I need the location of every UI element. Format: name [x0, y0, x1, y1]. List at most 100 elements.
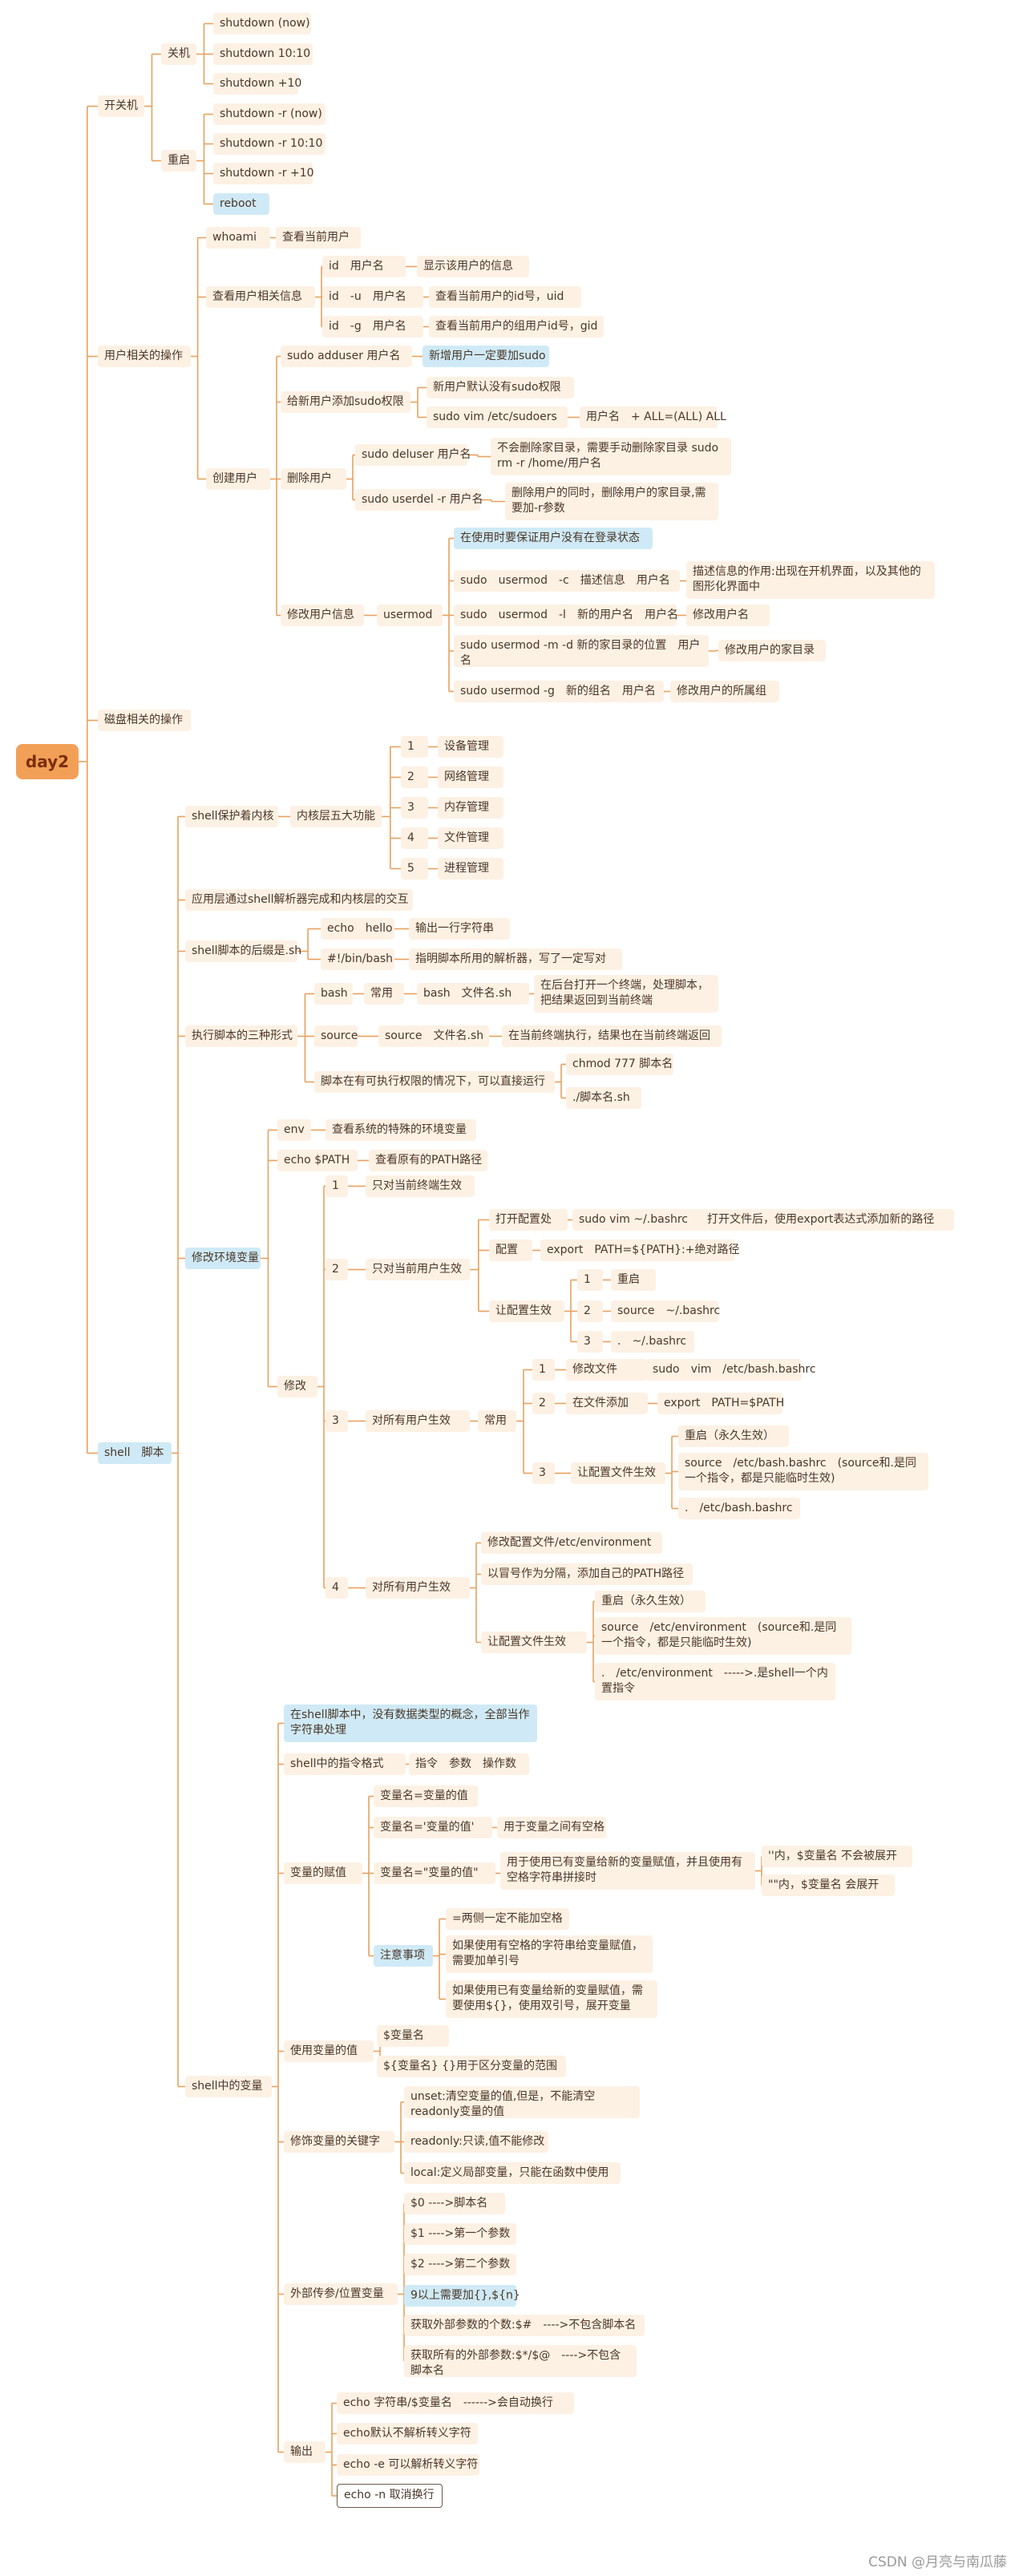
topic-node-3-2-0-echo-hello[interactable]: echo hello [321, 918, 394, 940]
topic-node-3-5-5-5[interactable]: 获取所有的外部参数:$*/$@ ---->不包含脚本名 [404, 2345, 637, 2377]
topic-node-3-4-2-2-0-0-0-1[interactable]: 1 [532, 1359, 555, 1381]
topic-node-3-4-2-1-0-2-2-0-bashrc[interactable]: . ~/.bashrc [611, 1331, 694, 1353]
topic-node-1-2-2-0-sudo-deluser[interactable]: sudo deluser 用户名 [355, 444, 471, 466]
topic-node-3-4-2-0-1[interactable]: 1 [326, 1175, 348, 1197]
topic-node-1[interactable]: 用户相关的操作 [98, 346, 191, 367]
topic-node-3-2-1-0[interactable]: 指明脚本所用的解析器，写了一定写对 [409, 948, 622, 970]
topic-node-3-3-1-source[interactable]: source [314, 1025, 358, 1047]
topic-node-1-2-3-0-2-sudo-usermod-l[interactable]: sudo usermod -l 新的用户名 用户名 [454, 605, 678, 626]
topic-node-1-2[interactable]: 创建用户 [206, 468, 270, 490]
topic-node-1-1-1-id-u[interactable]: id -u 用户名 [322, 286, 423, 308]
topic-node-0-0[interactable]: 关机 [161, 43, 196, 65]
topic-node-3-3-0-0-0-0[interactable]: 在后台打开一个终端，处理脚本，把结果返回到当前终端 [534, 975, 718, 1013]
topic-node-3-5-2-1-0[interactable]: 用于变量之间有空格 [497, 1817, 606, 1838]
topic-node-3-5-2-3-0[interactable]: =两侧一定不能加空格 [446, 1908, 569, 1930]
topic-node-3-5-2-2-0-0[interactable]: ''内，$变量名 不会被展开 [762, 1846, 912, 1867]
topic-node-1-2-3-0-4-sudo-usermod-g[interactable]: sudo usermod -g 新的组名 用户名 [454, 681, 664, 702]
topic-node-3-5-4-2-local[interactable]: local:定义局部变量，只能在函数中使用 [404, 2162, 621, 2184]
topic-node-3-4-2-2-3[interactable]: 3 [326, 1410, 348, 1432]
topic-node-3-4-2-2-0-0-1-0[interactable]: 在文件添加 [566, 1393, 648, 1414]
topic-node-3-4-2-2-0-0-2-0-1-source-etc-bash-bashrc-source[interactable]: source /etc/bash.bashrc (source和.是同一个指令，… [678, 1453, 928, 1490]
topic-node-1-2-3-0-usermod[interactable]: usermod [377, 605, 443, 626]
topic-node-3-0-0-4-5[interactable]: 5 [401, 858, 428, 880]
topic-node-1-1-2-id-g[interactable]: id -g 用户名 [322, 316, 423, 338]
topic-node-1-2-2[interactable]: 删除用户 [281, 468, 346, 490]
topic-node-1-2-3-0-0[interactable]: 在使用时要保证用户没有在登录状态 [454, 528, 653, 549]
topic-node-3-4-1-0-path[interactable]: 查看原有的PATH路径 [369, 1150, 487, 1171]
topic-node-3-4-2-2-0-0-1-2[interactable]: 2 [532, 1393, 555, 1414]
topic-node-3-4-2-2-0-0-2-0-2-etc-bash-bashrc[interactable]: . /etc/bash.bashrc [678, 1498, 800, 1519]
topic-node-3-1-shell[interactable]: 应用层通过shell解析器完成和内核层的交互 [185, 889, 413, 911]
topic-node-3-5-2-3-2[interactable]: 如果使用已有变量给新的变量赋值，需要使用${}，使用双引号，展开变量 [446, 1980, 657, 2018]
topic-node-3-4-2-2-0-0-2-0-0[interactable]: 重启（永久生效） [678, 1425, 789, 1447]
topic-node-3-3-1-0-source-sh[interactable]: source 文件名.sh [378, 1025, 489, 1047]
topic-node-3-4-2-2-0[interactable]: 对所有用户生效 [366, 1410, 470, 1432]
topic-node-2[interactable]: 磁盘相关的操作 [98, 710, 191, 731]
topic-node-1-2-3-0-4-0[interactable]: 修改用户的所属组 [670, 681, 779, 702]
topic-node-3-3-1-0-0[interactable]: 在当前终端执行，结果也在当前终端返回 [502, 1025, 722, 1047]
topic-node-3-5-3-1[interactable]: ${变量名} {}用于区分变量的范围 [377, 2056, 566, 2077]
topic-node-3-5-1-0[interactable]: 指令 参数 操作数 [409, 1753, 529, 1775]
topic-node-3-0-0-1-2[interactable]: 2 [401, 766, 428, 788]
topic-node-3-5-4-1-readonly[interactable]: readonly:只读,值不能修改 [404, 2131, 548, 2153]
topic-node-3-5-2-3[interactable]: 注意事项 [374, 1945, 433, 1967]
topic-node-3-5-5-1-1[interactable]: $1 ---->第一个参数 [404, 2223, 516, 2245]
topic-node-3-4-1-echo-path[interactable]: echo $PATH [277, 1150, 358, 1171]
topic-node-1-2-3-0-1-sudo-usermod-c[interactable]: sudo usermod -c 描述信息 用户名 [454, 570, 680, 592]
topic-node-3-3-0-0[interactable]: 常用 [364, 983, 404, 1005]
topic-node-3-5-2[interactable]: 变量的赋值 [284, 1862, 362, 1884]
topic-node-1-2-3-0-3-0[interactable]: 修改用户的家目录 [718, 640, 826, 661]
root-topic[interactable]: day2 [16, 744, 79, 779]
topic-node-3-0-0-1-0[interactable]: 网络管理 [438, 766, 503, 788]
topic-node-3-5-5-2-2[interactable]: $2 ---->第二个参数 [404, 2254, 516, 2275]
topic-node-3-5-6-3-echo-n[interactable]: echo -n 取消换行 [337, 2484, 443, 2508]
topic-node-3-5-3-0[interactable]: $变量名 [377, 2025, 449, 2047]
topic-node-3-5-2-3-1[interactable]: 如果使用有空格的字符串给变量赋值，需要加单引号 [446, 1935, 653, 1973]
topic-node-3-4-2-2-0-0-0-0[interactable]: 修改文件 [566, 1359, 648, 1381]
topic-node-3-4-2-1-0-2-1-2[interactable]: 2 [577, 1300, 603, 1322]
topic-node-3-5-0-shell[interactable]: 在shell脚本中，没有数据类型的概念，全部当作字符串处理 [284, 1705, 537, 1742]
topic-node-3-5-4[interactable]: 修饰变量的关键字 [284, 2131, 394, 2153]
topic-node-3-2-0-0[interactable]: 输出一行字符串 [409, 918, 510, 940]
topic-node-3-5-2-2-0-1[interactable]: ""内，$变量名 会展开 [762, 1874, 895, 1896]
topic-node-3-2-1-bin-bash[interactable]: #!/bin/bash [321, 948, 394, 970]
topic-node-3-4-2-1-0-0-0-sudo-vim-bashrc[interactable]: sudo vim ~/.bashrc [572, 1209, 714, 1231]
topic-node-3-5-4-0-unset-readonly[interactable]: unset:清空变量的值,但是，不能清空readonly变量的值 [404, 2086, 640, 2118]
topic-node-3-5-6[interactable]: 输出 [284, 2441, 326, 2463]
topic-node-3-5-2-0[interactable]: 变量名=变量的值 [374, 1785, 478, 1807]
topic-node-3-4-2-1-0-2-1-0-source-bashrc[interactable]: source ~/.bashrc [611, 1300, 720, 1322]
topic-node-0-0-1-shutdown-10-10[interactable]: shutdown 10:10 [213, 43, 313, 65]
topic-node-3-4-2-3-0-2-1-source-etc-environment-source[interactable]: source /etc/environment (source和.是同一个指令，… [595, 1617, 851, 1655]
topic-node-3-0-0-3-4[interactable]: 4 [401, 827, 428, 849]
topic-node-3-4-2-1-0-2-0-0[interactable]: 重启 [611, 1269, 656, 1291]
topic-node-3-4-0-env[interactable]: env [277, 1119, 311, 1141]
topic-node-3-4-2-1-2[interactable]: 2 [326, 1259, 348, 1280]
topic-node-1-1-1-0-id-uid[interactable]: 查看当前用户的id号，uid [429, 286, 581, 308]
topic-node-1-1-0-0[interactable]: 显示该用户的信息 [417, 256, 529, 277]
topic-node-3-4-2[interactable]: 修改 [277, 1376, 317, 1397]
topic-node-1-2-3-0-2-0[interactable]: 修改用户名 [686, 605, 770, 626]
topic-node-3-5-5[interactable]: 外部传参/位置变量 [284, 2283, 398, 2305]
topic-node-1-2-3-0-1-0[interactable]: 描述信息的作用:出现在开机界面，以及其他的图形化界面中 [686, 561, 935, 599]
topic-node-1-2-2-1-sudo-userdel-r[interactable]: sudo userdel -r 用户名 [355, 489, 483, 511]
topic-node-1-2-1-sudo[interactable]: 给新用户添加sudo权限 [281, 391, 410, 413]
topic-node-1-0-0[interactable]: 查看当前用户 [276, 227, 361, 249]
topic-node-3-5-5-3-9-n[interactable]: 9以上需要加{},${n} [404, 2285, 520, 2307]
topic-node-3-5-2-1[interactable]: 变量名='变量的值' [374, 1817, 492, 1838]
topic-node-1-0-whoami[interactable]: whoami [206, 227, 270, 249]
topic-node-1-2-3-0-3-sudo-usermod-m-d[interactable]: sudo usermod -m -d 新的家目录的位置 用户名 [454, 635, 709, 667]
topic-node-3-3-0-0-0-bash-sh[interactable]: bash 文件名.sh [417, 983, 529, 1005]
topic-node-3-0-0-3-0[interactable]: 文件管理 [438, 827, 503, 849]
topic-node-3-4[interactable]: 修改环境变量 [185, 1248, 261, 1269]
topic-node-3-4-2-2-0-0-0-0-0-sudo-vim-etc-bash-bashrc[interactable]: sudo vim /etc/bash.bashrc [646, 1359, 816, 1381]
topic-node-0-1-1-shutdown-r-10-10[interactable]: shutdown -r 10:10 [213, 133, 326, 155]
topic-node-3-4-2-1-0[interactable]: 只对当前用户生效 [366, 1259, 470, 1280]
topic-node-0[interactable]: 开关机 [98, 95, 144, 117]
topic-node-0-1[interactable]: 重启 [161, 150, 196, 172]
topic-node-3-5-6-1-echo[interactable]: echo默认不解析转义字符 [337, 2423, 478, 2445]
topic-node-1-2-0-sudo-adduser[interactable]: sudo adduser 用户名 [281, 346, 412, 367]
topic-node-0-0-0-shutdown-now[interactable]: shutdown (now) [213, 13, 311, 34]
topic-node-1-2-2-0-0-sudo-rm-r-home[interactable]: 不会删除家目录，需要手动删除家目录 sudo rm -r /home/用户名 [491, 438, 731, 475]
topic-node-3-4-2-1-0-0-0-0-export[interactable]: 打开文件后，使用export表达式添加新的路径 [701, 1209, 954, 1231]
topic-node-3-0-0-2-0[interactable]: 内存管理 [438, 797, 503, 819]
